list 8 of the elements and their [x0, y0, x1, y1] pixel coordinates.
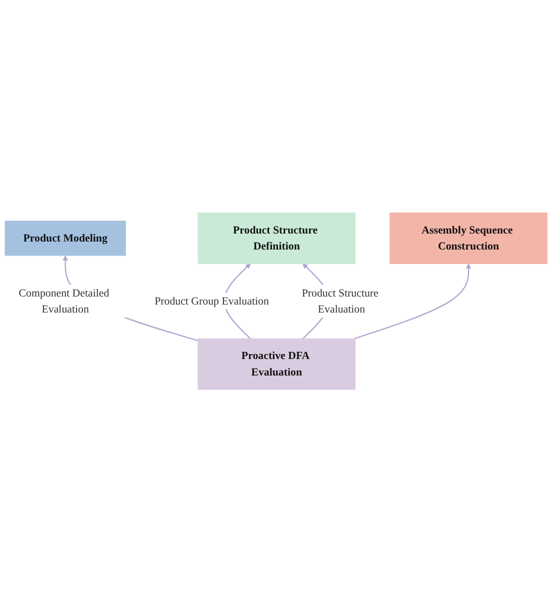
arrow	[354, 263, 472, 340]
node-box: Product Structure Definition	[198, 212, 356, 264]
edge-label: Component Detailed Evaluation	[18, 286, 110, 315]
node-box: Assembly Sequence Construction	[390, 212, 548, 264]
node-box: Product Modeling	[4, 220, 126, 256]
node-box: Proactive DFA Evaluation	[198, 338, 356, 390]
edge-label: Product Group Evaluation	[154, 294, 269, 307]
edge-label: Product Structure Evaluation	[302, 286, 378, 315]
